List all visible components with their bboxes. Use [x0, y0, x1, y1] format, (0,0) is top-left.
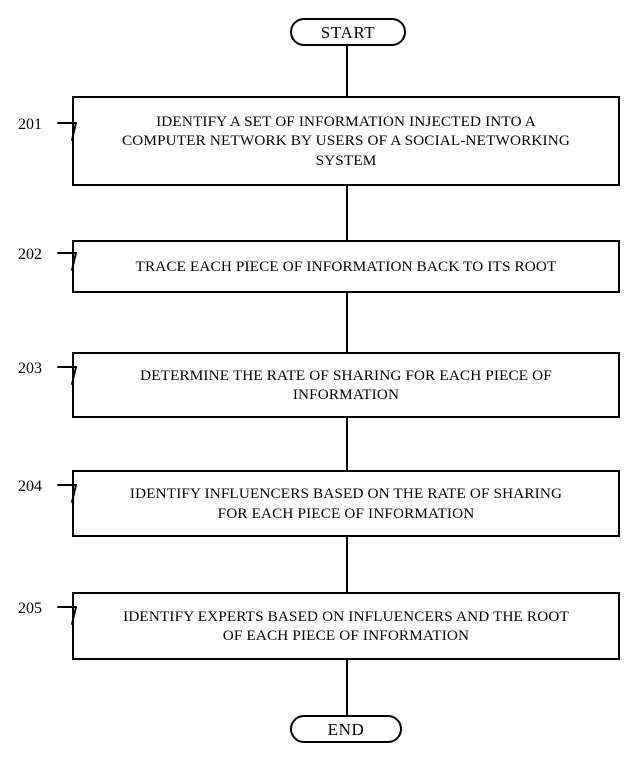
process-box-202: TRACE EACH PIECE OF INFORMATION BACK TO … — [72, 240, 620, 293]
process-box-201: IDENTIFY A SET OF INFORMATION INJECTED I… — [72, 96, 620, 186]
connector-205-to-end — [346, 660, 348, 715]
start-terminal-label: START — [320, 22, 376, 42]
leader-line-205 — [57, 606, 77, 625]
leader-line-204 — [57, 484, 77, 503]
connector-203-to-204 — [346, 418, 348, 470]
end-terminal: END — [290, 715, 402, 743]
connector-204-to-205 — [346, 537, 348, 592]
process-box-label: TRACE EACH PIECE OF INFORMATION BACK TO … — [135, 257, 557, 275]
leader-line-201 — [57, 122, 77, 141]
process-box-label: IDENTIFY INFLUENCERS BASED ON THE RATE O… — [129, 485, 563, 522]
reference-numeral-205: 205 — [18, 600, 42, 617]
leader-line-203 — [57, 366, 77, 385]
reference-numeral-202: 202 — [18, 246, 42, 263]
process-box-label: IDENTIFY EXPERTS BASED ON INFLUENCERS AN… — [123, 607, 569, 644]
process-box-203: DETERMINE THE RATE OF SHARING FOR EACH P… — [72, 352, 620, 418]
process-box-label: DETERMINE THE RATE OF SHARING FOR EACH P… — [140, 366, 552, 403]
process-box-label: IDENTIFY A SET OF INFORMATION INJECTED I… — [122, 112, 570, 169]
reference-numeral-201: 201 — [18, 116, 42, 133]
process-box-204: IDENTIFY INFLUENCERS BASED ON THE RATE O… — [72, 470, 620, 537]
reference-numeral-204: 204 — [18, 478, 42, 495]
connector-start-to-201 — [346, 46, 348, 96]
process-box-205: IDENTIFY EXPERTS BASED ON INFLUENCERS AN… — [72, 592, 620, 660]
start-terminal: START — [290, 18, 406, 46]
leader-line-202 — [57, 252, 77, 271]
connector-202-to-203 — [346, 293, 348, 352]
reference-numeral-203: 203 — [18, 360, 42, 377]
end-terminal-label: END — [327, 719, 365, 739]
connector-201-to-202 — [346, 186, 348, 240]
